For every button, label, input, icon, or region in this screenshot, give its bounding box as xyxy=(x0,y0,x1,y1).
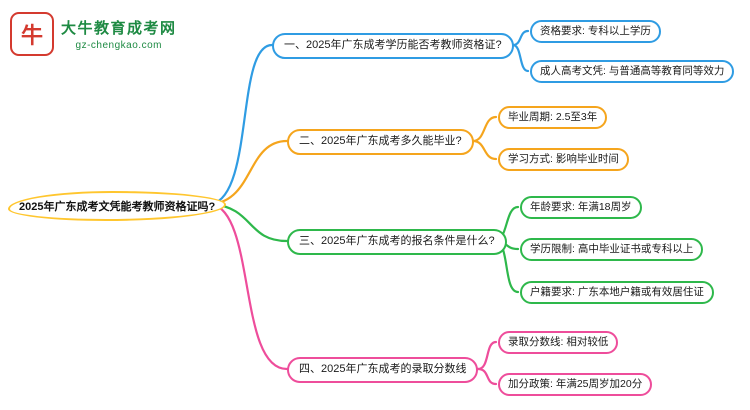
connector-line xyxy=(511,29,530,47)
connector-line xyxy=(476,340,498,371)
connector-line xyxy=(210,139,289,206)
connector-line xyxy=(210,202,289,371)
connector-line xyxy=(210,43,274,206)
child-node: 资格要求: 专科以上学历 xyxy=(530,20,661,44)
site-domain: gz-chengkao.com xyxy=(75,40,162,51)
connector-line xyxy=(210,202,289,243)
child-node: 加分政策: 年满25周岁加20分 xyxy=(498,373,653,397)
branch-node-3: 三、2025年广东成考的报名条件是什么? xyxy=(287,229,507,255)
connector-line xyxy=(511,43,530,73)
root-node: 2025年广东成考文凭能考教师资格证吗? xyxy=(8,191,227,221)
bull-seal-icon: 牛 xyxy=(10,12,54,56)
branch-node-1: 一、2025年广东成考学历能否考教师资格证? xyxy=(272,33,514,59)
connector-line xyxy=(476,367,498,386)
child-node: 录取分数线: 相对较低 xyxy=(498,331,619,355)
branch-node-2: 二、2025年广东成考多久能毕业? xyxy=(287,129,474,155)
site-logo: 牛 大牛教育成考网 gz-chengkao.com xyxy=(10,12,177,56)
child-node: 学习方式: 影响毕业时间 xyxy=(498,148,629,172)
site-logo-text: 大牛教育成考网 gz-chengkao.com xyxy=(61,17,177,51)
child-node: 年龄要求: 年满18周岁 xyxy=(520,196,642,220)
child-node: 成人高考文凭: 与普通高等教育同等效力 xyxy=(530,60,735,84)
connector-line xyxy=(471,139,498,161)
child-node: 毕业周期: 2.5至3年 xyxy=(498,106,608,130)
connector-line xyxy=(471,115,498,143)
child-node: 户籍要求: 广东本地户籍或有效居住证 xyxy=(520,281,714,305)
child-node: 学历限制: 高中毕业证书或专科以上 xyxy=(520,238,704,262)
branch-node-4: 四、2025年广东成考的录取分数线 xyxy=(287,357,479,383)
site-name: 大牛教育成考网 xyxy=(61,20,177,37)
